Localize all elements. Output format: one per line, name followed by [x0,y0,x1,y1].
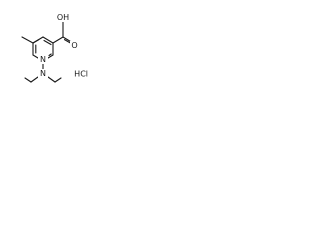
bond-amine-ethyl-left-2 [24,77,32,83]
molecule-structure-diagram: N N OH O HCl [21,13,88,83]
bond-c4-carboxyl [52,36,64,44]
bond-double-c5-c6 [43,39,52,46]
amine-n-bg [38,69,48,78]
bond-methyl [21,36,34,44]
carboxyl-oh-bg [57,13,70,22]
bond-c2-n3 [32,54,39,59]
bond-c6-c5-top [32,36,44,44]
bond-amine-ethyl-right-1 [47,76,56,83]
salt-label: HCl [74,70,88,79]
atom-o-carboxyl: O [71,41,77,50]
ring-n-lower-bg [38,55,48,64]
atom-oh-carboxyl: OH [57,13,69,22]
bond-c5-c6-inner [42,36,54,44]
bond-n3-c4 [47,54,54,59]
atom-n-ring-lower: N [40,55,46,64]
bond-amine-ethyl-left-1 [30,76,39,83]
carboxyl-o-bg [70,41,79,50]
bond-amine-ethyl-right-2 [54,77,62,83]
bond-double-n3-c4 [48,53,52,57]
atom-n-amine: N [40,69,46,78]
